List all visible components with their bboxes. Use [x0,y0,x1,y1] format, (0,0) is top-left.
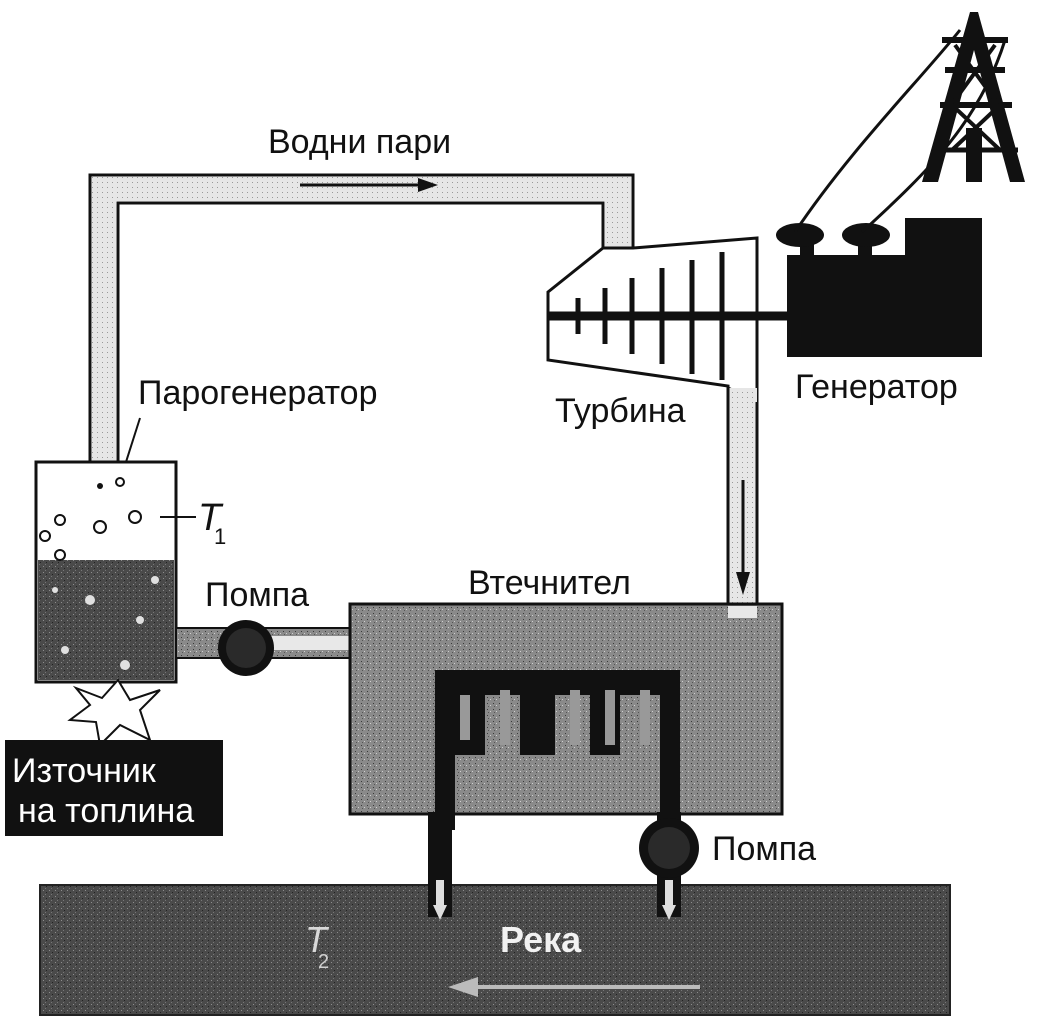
pump-top-label: Помпа [205,576,309,614]
turbine-label: Турбина [555,392,686,430]
t2-label: T 2 [305,919,330,973]
steam-pipe [88,173,635,462]
condenser-label: Втечнител [468,564,631,602]
generator-label: Генератор [795,368,958,406]
t2-symbol: T [305,919,330,960]
turbine [546,236,800,405]
heat-source-box [5,740,223,836]
transmission-tower [793,12,1025,234]
condenser [348,602,784,830]
river-label: Река [500,919,582,960]
t1-label: T 1 [198,497,226,549]
flame-icon [67,678,161,748]
t2-subscript: 2 [318,951,329,973]
steam-generator [34,417,196,684]
generator [776,218,982,357]
heat-source-label-line1: Източник [12,752,157,790]
exhaust-pipe [726,388,759,610]
pump-top [218,620,274,676]
t1-subscript: 1 [214,524,226,549]
pump-bottom [639,818,699,878]
river [39,884,951,1016]
pump-bottom-label: Помпа [712,830,816,868]
steam-label: Водни пари [268,123,451,161]
t1-symbol: T [198,497,224,539]
steam-generator-label: Парогенератор [138,374,378,412]
heat-source-label-line2: на топлина [18,792,194,830]
